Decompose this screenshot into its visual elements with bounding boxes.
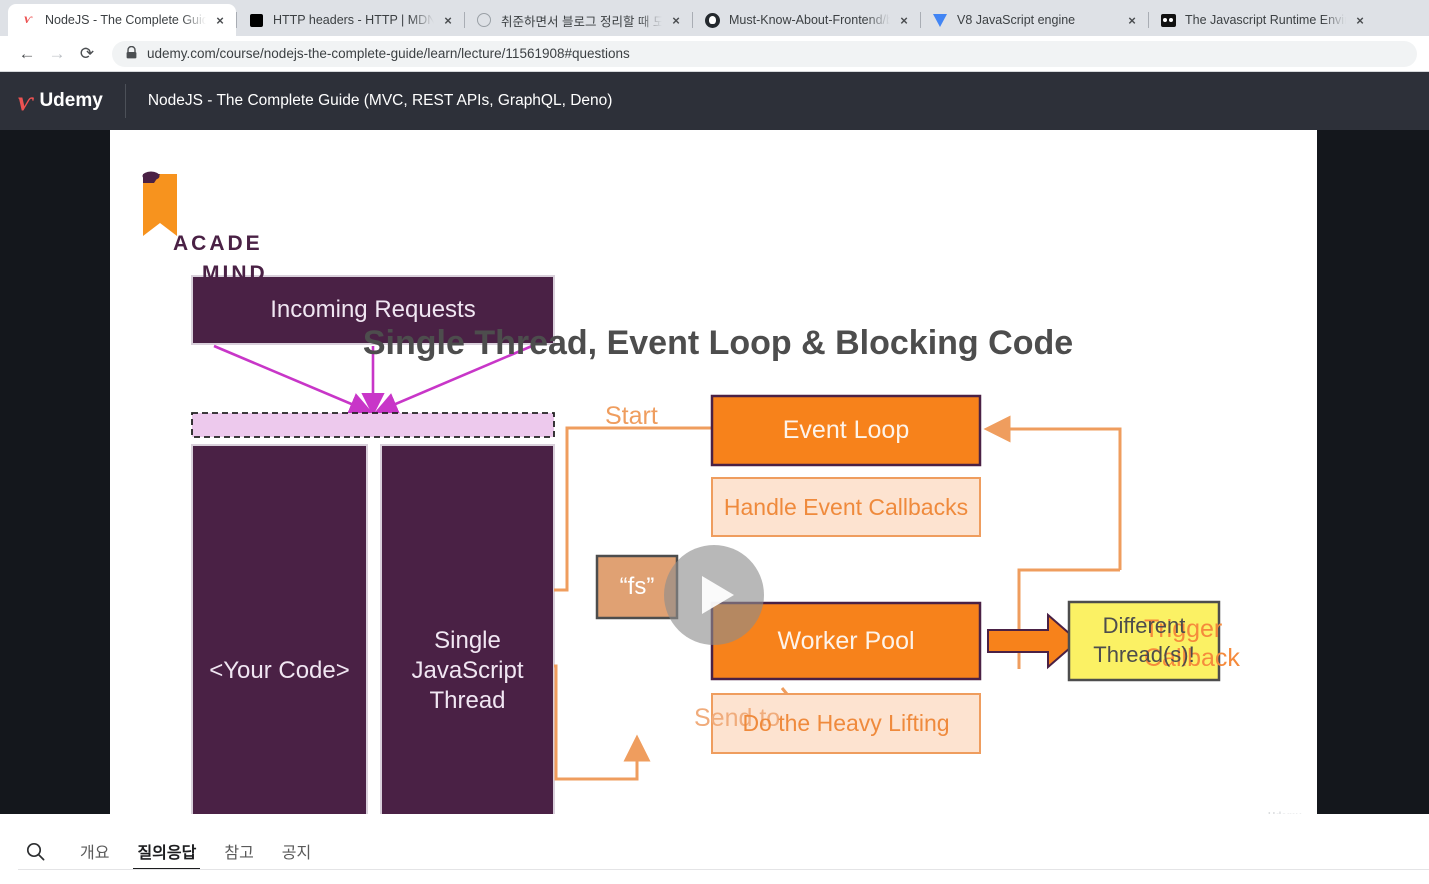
tab-title: V8 JavaScript engine bbox=[957, 13, 1076, 27]
tab-overview[interactable]: 개요 bbox=[80, 845, 110, 862]
tab-title: NodeJS - The Complete Guide ( bbox=[45, 13, 206, 27]
browser-tab-4[interactable]: Must-Know-About-Frontend/bro × bbox=[692, 4, 920, 36]
url-text: udemy.com/course/nodejs-the-complete-gui… bbox=[147, 46, 630, 61]
thread-line-2: JavaScript bbox=[411, 656, 524, 684]
header-divider bbox=[124, 84, 126, 118]
send-to-label: Send to bbox=[694, 704, 781, 732]
udemy-watermark-icon: ѵ bbox=[1258, 808, 1265, 814]
academind-brand-line2: MIND bbox=[202, 262, 268, 285]
tab-title: HTTP headers - HTTP | MDN bbox=[273, 13, 434, 27]
forward-icon[interactable]: → bbox=[48, 43, 66, 63]
udemy-watermark-text: Udemy bbox=[1268, 811, 1301, 815]
udemy-logo-text: Udemy bbox=[39, 90, 103, 111]
tab-title: Must-Know-About-Frontend/bro bbox=[729, 13, 890, 27]
single-js-thread-label: Single JavaScript Thread bbox=[381, 445, 554, 814]
fs-label: “fs” bbox=[619, 573, 655, 600]
worker-pool-label: Worker Pool bbox=[777, 626, 915, 655]
thread-line-1: Single bbox=[434, 626, 501, 654]
v8-icon bbox=[932, 12, 948, 28]
tab-resources[interactable]: 참고 bbox=[224, 845, 254, 862]
academind-logo-icon bbox=[142, 171, 177, 236]
browser-chrome: ѵ NodeJS - The Complete Guide ( × HTTP h… bbox=[0, 0, 1429, 72]
udemy-logo-icon: ѵ bbox=[18, 85, 33, 116]
lock-icon bbox=[126, 45, 137, 62]
url-input[interactable]: udemy.com/course/nodejs-the-complete-gui… bbox=[112, 40, 1417, 67]
mdn-icon bbox=[248, 12, 264, 28]
back-icon[interactable]: ← bbox=[18, 43, 36, 63]
course-title: NodeJS - The Complete Guide (MVC, REST A… bbox=[147, 92, 613, 109]
browser-tab-1[interactable]: ѵ NodeJS - The Complete Guide ( × bbox=[8, 4, 236, 36]
browser-tab-5[interactable]: V8 JavaScript engine × bbox=[920, 4, 1148, 36]
video-player[interactable]: ACADE MIND Single Thread, Event Loop & B… bbox=[0, 130, 1429, 814]
academind-brand-line1: ACADE bbox=[173, 232, 263, 255]
different-threads-label: Different Thread(s)! bbox=[1069, 602, 1219, 680]
play-icon bbox=[702, 576, 734, 614]
udemy-watermark: ѵ Udemy bbox=[1258, 808, 1301, 814]
tab-close-icon[interactable]: × bbox=[672, 12, 680, 28]
tab-strip: ѵ NodeJS - The Complete Guide ( × HTTP h… bbox=[0, 0, 1429, 36]
incoming-requests-label: Incoming Requests bbox=[270, 296, 476, 323]
tab-title: 취준하면서 블로그 정리할 때 도 bbox=[501, 14, 662, 29]
reload-icon[interactable]: ⟳ bbox=[79, 43, 95, 63]
browser-tab-6[interactable]: The Javascript Runtime Environm × bbox=[1148, 4, 1376, 36]
trigger-callback-label: Trigger Callback bbox=[1144, 615, 1240, 672]
handle-event-callbacks-label: Handle Event Callbacks bbox=[723, 493, 969, 520]
slide-diagram bbox=[142, 171, 1221, 814]
tab-close-icon[interactable]: × bbox=[900, 12, 908, 28]
lecture-slide: ACADE MIND Single Thread, Event Loop & B… bbox=[110, 130, 1317, 814]
different-threads-line-1: Different bbox=[1102, 613, 1186, 639]
tab-close-icon[interactable]: × bbox=[1128, 12, 1136, 28]
your-code-label: <Your Code> bbox=[209, 656, 350, 684]
tab-close-icon[interactable]: × bbox=[1356, 12, 1364, 28]
tab-announcements[interactable]: 공지 bbox=[281, 845, 312, 862]
udemy-logo[interactable]: ѵ Udemy bbox=[18, 85, 103, 116]
event-loop-label: Event Loop bbox=[782, 416, 910, 444]
tab-close-icon[interactable]: × bbox=[216, 12, 224, 28]
do-the-heavy-lifting-label: Do the Heavy Lifting bbox=[742, 710, 950, 736]
address-bar: ← → ⟳ udemy.com/course/nodejs-the-comple… bbox=[0, 36, 1429, 72]
play-button[interactable] bbox=[664, 545, 764, 645]
lecture-tab-bar: 개요 질의응답 참고 공지 bbox=[0, 814, 1429, 884]
udemy-icon: ѵ bbox=[24, 12, 32, 27]
github-icon bbox=[704, 12, 720, 28]
browser-tab-2[interactable]: HTTP headers - HTTP | MDN × bbox=[236, 4, 464, 36]
different-threads-line-2: Thread(s)! bbox=[1093, 642, 1195, 667]
start-label: Start bbox=[605, 402, 658, 430]
tab-bar-divider bbox=[18, 869, 1429, 870]
tab-close-icon[interactable]: × bbox=[444, 12, 452, 28]
slide-title: Single Thread, Event Loop & Blocking Cod… bbox=[362, 324, 1074, 362]
dark-square-icon bbox=[1160, 12, 1176, 28]
browser-tab-3[interactable]: 취준하면서 블로그 정리할 때 도 × bbox=[464, 4, 692, 36]
thread-line-3: Thread bbox=[429, 686, 506, 714]
circle-icon bbox=[476, 12, 492, 28]
search-icon[interactable] bbox=[18, 834, 52, 868]
tab-qa[interactable]: 질의응답 bbox=[123, 814, 210, 884]
tab-title: The Javascript Runtime Environm bbox=[1185, 13, 1346, 27]
udemy-header: ѵ Udemy NodeJS - The Complete Guide (MVC… bbox=[0, 72, 1429, 130]
